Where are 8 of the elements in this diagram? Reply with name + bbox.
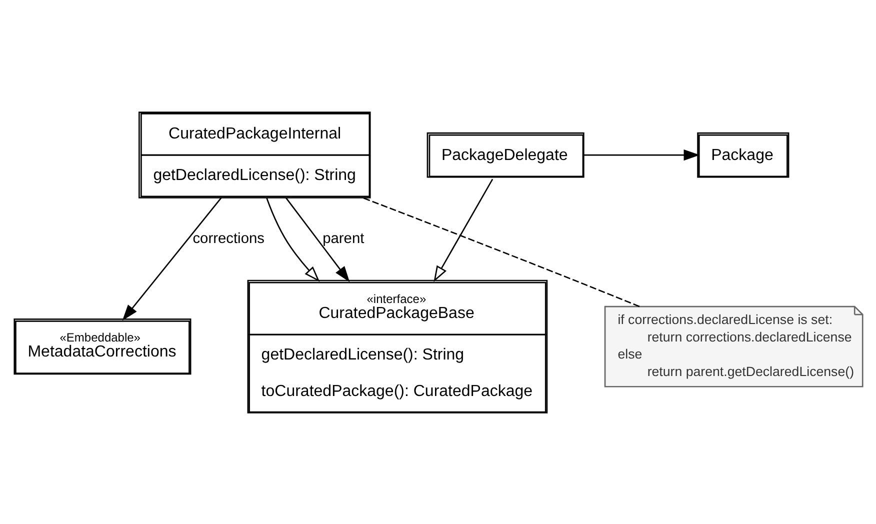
arrow bbox=[584, 148, 700, 160]
arrow bbox=[284, 196, 350, 282]
edge-label: parent bbox=[322, 230, 364, 246]
arrow bbox=[433, 178, 493, 282]
arrow bbox=[122, 196, 222, 320]
arrow bbox=[266, 197, 320, 282]
connector bbox=[362, 196, 640, 307]
edge-label: corrections bbox=[192, 230, 264, 246]
